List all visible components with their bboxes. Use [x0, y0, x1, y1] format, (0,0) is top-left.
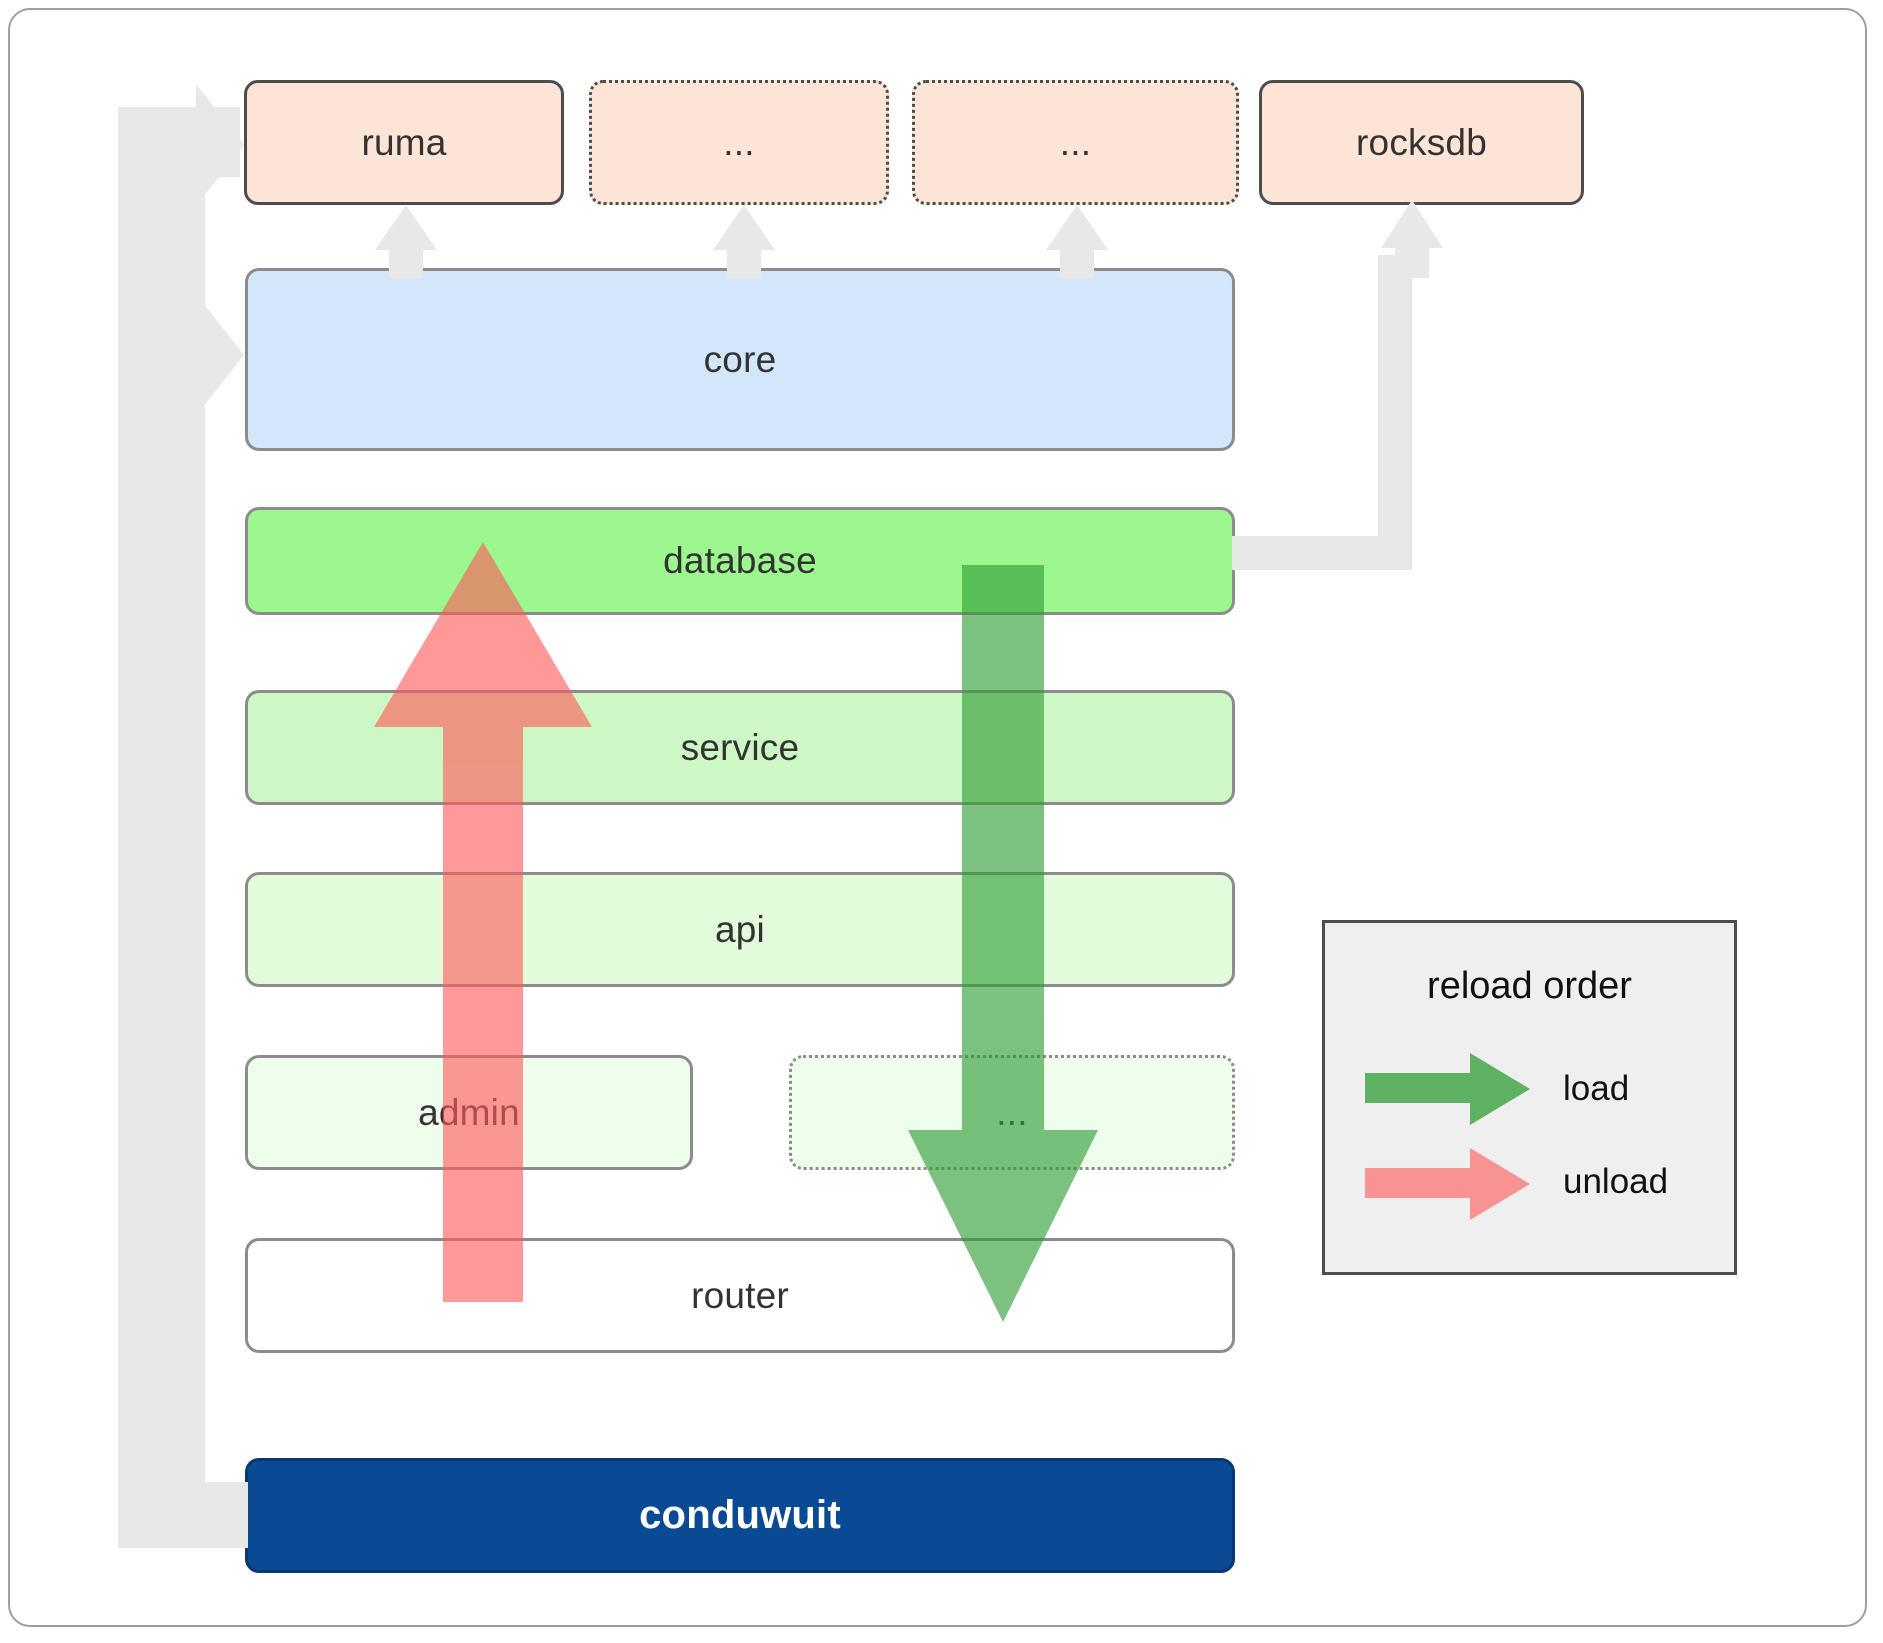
layer-box-ellipsis[interactable]: ... [789, 1055, 1235, 1170]
dependency-box-ellipsis-2[interactable]: ... [912, 80, 1239, 205]
legend-title: reload order [1427, 965, 1632, 1007]
legend-load-arrow-icon [1365, 1053, 1530, 1125]
dependency-box-ellipsis-1[interactable]: ... [589, 80, 889, 205]
dependency-label: ruma [361, 121, 447, 163]
dependency-label: ... [723, 121, 755, 163]
bottom-box-conduwuit[interactable]: conduwuit [245, 1458, 1235, 1573]
layer-box-service[interactable]: service [245, 690, 1235, 805]
legend-unload-arrow-icon [1365, 1148, 1530, 1220]
layer-label: admin [418, 1091, 520, 1133]
layer-label: ... [996, 1091, 1028, 1133]
core-box[interactable]: core [245, 268, 1235, 451]
layer-box-api[interactable]: api [245, 872, 1235, 987]
dependency-label: ... [1059, 121, 1092, 163]
diagram-frame [8, 8, 1867, 1627]
layer-box-router[interactable]: router [245, 1238, 1235, 1353]
dependency-box-ruma[interactable]: ruma [244, 80, 564, 205]
layer-label: router [691, 1274, 789, 1316]
layer-box-admin[interactable]: admin [245, 1055, 693, 1170]
dependency-box-rocksdb[interactable]: rocksdb [1259, 80, 1584, 205]
layer-label: service [680, 726, 800, 768]
layer-label: database [663, 540, 817, 581]
dependency-label: rocksdb [1356, 121, 1487, 163]
legend-label-unload: unload [1563, 1162, 1669, 1201]
legend-arrows [1365, 1053, 1530, 1220]
core-label: core [703, 338, 777, 380]
bottom-label: conduwuit [639, 1493, 841, 1537]
legend-box: reload order load unload [1322, 920, 1737, 1275]
layer-box-database[interactable]: database [245, 507, 1235, 615]
legend-label-load: load [1563, 1069, 1630, 1108]
layer-label: api [715, 908, 765, 950]
